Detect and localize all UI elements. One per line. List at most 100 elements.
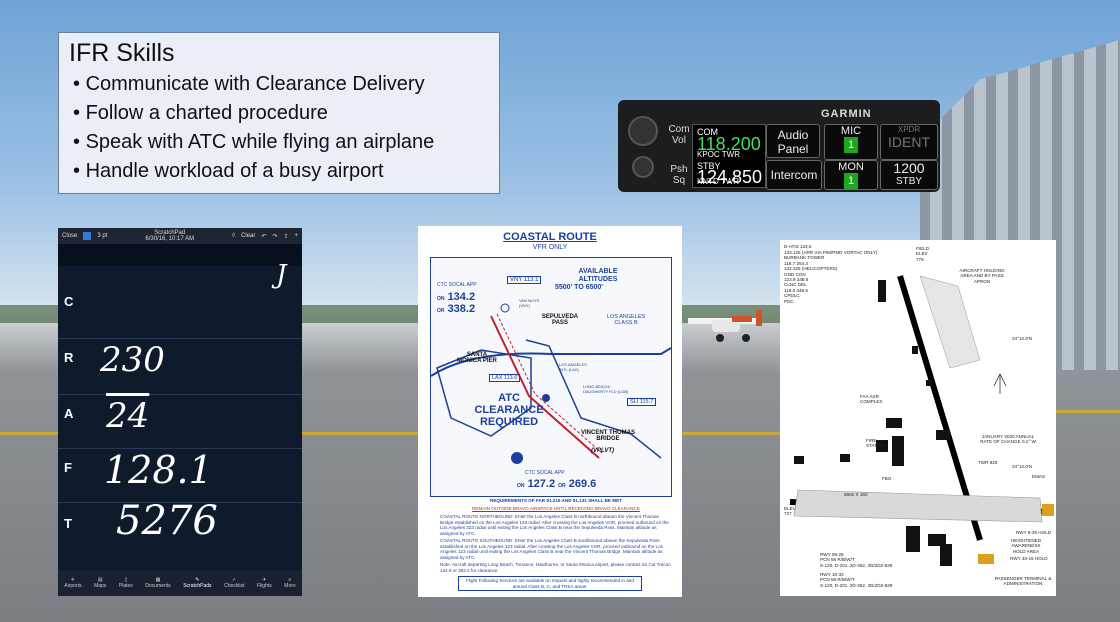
- ifr-skills-panel: IFR Skills Communicate with Clearance De…: [58, 32, 500, 194]
- pen-icon[interactable]: [83, 232, 92, 240]
- standby-frequency: 124.850: [697, 167, 763, 187]
- mic-button[interactable]: MIC 1: [824, 124, 878, 160]
- mic-label: MIC: [840, 125, 862, 137]
- socal-app-bottom: CTC SOCAL APP: [525, 470, 565, 476]
- tab-maps[interactable]: ▤Maps: [94, 577, 106, 589]
- tab-label: Maps: [94, 583, 107, 589]
- mon-label: MON: [838, 161, 864, 173]
- squawk-button[interactable]: 1200 STBY: [880, 160, 938, 190]
- tab-scratchpads[interactable]: ✎ScratchPads: [183, 577, 211, 589]
- remain-note: REMAIN OUTSIDE BRAVO AIRSPACE UNTIL RECE…: [472, 506, 640, 511]
- chart-title: COASTAL ROUTE: [503, 231, 597, 243]
- maps-icon: ▤: [97, 577, 103, 583]
- socal-app-top: CTC SOCAL APP: [437, 282, 477, 288]
- scratchpad-icon: ✎: [195, 577, 200, 583]
- fire-station-label: FIRE STATION: [866, 438, 886, 449]
- tab-airports[interactable]: ✈Airports: [64, 577, 81, 589]
- runway-08-26-data: RWY 08-26 PCN 58 R/B/W/T S-120, D-201, 2…: [820, 552, 893, 568]
- tab-label: Checklist: [224, 583, 245, 589]
- tab-label: Documents: [145, 583, 171, 589]
- handwriting-t: 5276: [116, 498, 218, 544]
- vplvt-label: (VPLVT): [591, 448, 615, 454]
- on-label: ON: [517, 483, 525, 489]
- craft-letter-c: C: [64, 294, 74, 309]
- la-class-b-label: LOS ANGELES CLASS B: [606, 314, 646, 326]
- parked-airplane: [688, 310, 762, 342]
- rwy-33-hold-label: RWY 33-15 HOLD: [1010, 556, 1048, 561]
- eraser-icon[interactable]: ◊: [232, 233, 236, 239]
- tab-plates[interactable]: ▯Plates: [119, 577, 133, 589]
- audio-panel-button[interactable]: Audio Panel: [766, 124, 820, 158]
- garmin-radio-panel: GARMIN Com Vol Psh Sq COM 118.200 KPOC T…: [618, 100, 940, 192]
- latitude-label: 34°12.5'N: [1012, 336, 1033, 341]
- southbound-note: COASTAL ROUTE SOUTHBOUND: Enter the Los …: [440, 538, 663, 560]
- xpdr-mode: STBY: [895, 176, 923, 187]
- close-button[interactable]: Close: [62, 233, 78, 239]
- pen-size[interactable]: 3 pt: [97, 233, 108, 239]
- plates-icon: ▯: [124, 577, 128, 583]
- add-icon[interactable]: +: [294, 233, 298, 239]
- divider: [58, 338, 302, 339]
- scratchpad-tablet: Close 3 pt ScratchPad 6/30/16, 10:17 AM …: [58, 228, 302, 596]
- or-label: OR: [558, 483, 566, 489]
- xpdr-label: XPDR: [897, 125, 921, 134]
- tab-label: More: [284, 583, 296, 589]
- coastal-route-map: AVAILABLE ALTITUDES 5500' TO 6500' VNY 1…: [430, 257, 672, 497]
- tab-checklist[interactable]: ✓Checklist: [224, 577, 244, 589]
- tab-more[interactable]: ≡More: [284, 577, 295, 589]
- lax-vor: LAX 113.6: [489, 374, 521, 382]
- socal-top-freqs: ON 134.2 OR 338.2: [437, 291, 475, 315]
- sli-vor: SLI 115.7: [627, 398, 657, 406]
- clear-button[interactable]: Clear: [241, 233, 256, 239]
- frequencies-block: 133.125 (ARR VIA PIM/PMD VORTAC ONLY) BU…: [784, 250, 878, 304]
- scratchpad-header: ScratchPad 6/30/16, 10:17 AM: [113, 230, 226, 242]
- hold-label: RWY 8-26 HOLD: [1016, 530, 1052, 535]
- socal-freq-4: 269.6: [568, 478, 597, 490]
- runway-15-33-data: RWY 15-33 PCN 58 R/B/W/T S-120, D-201, 2…: [820, 572, 893, 588]
- scratchpad-title: ScratchPad: [154, 230, 186, 236]
- craft-letter-t: T: [64, 516, 72, 531]
- flights-icon: ✈: [262, 577, 267, 583]
- ident-label: IDENT: [888, 134, 930, 150]
- ident-button[interactable]: XPDR IDENT: [880, 124, 938, 160]
- handwriting-f: 128.1: [104, 448, 213, 492]
- magnetic-variation: JANUARY 2020 ANNUAL RATE OF CHANGE 0.1° …: [980, 434, 1036, 445]
- skills-title: IFR Skills: [69, 39, 175, 67]
- push-sq-label: Psh Sq: [670, 164, 688, 186]
- tab-label: Airports: [64, 583, 82, 589]
- northbound-note: COASTAL ROUTE NORTHBOUND: Enter the Los …: [440, 514, 669, 536]
- tower-label: TWR 825: [978, 460, 998, 465]
- vny-vor: VNY 113.1: [507, 276, 542, 284]
- handwriting-r: 230: [100, 340, 165, 380]
- santa-monica-label: SANTA MONICA PIER: [457, 352, 497, 364]
- mon-button[interactable]: MON 1: [824, 160, 878, 190]
- requirements-note: REQUIREMENTS OF FAR 91.215 AND 91.131 SH…: [490, 498, 622, 503]
- com-frequency-display[interactable]: COM 118.200 KPOC TWR STBY 124.850 KNTD T…: [692, 124, 766, 188]
- heightened-awareness-label: HEIGHTENED AWARENESS HOLD AREA: [1010, 538, 1042, 554]
- lax-intl-label: LOS ANGELES INTL (LAX): [559, 362, 587, 372]
- stby-label: STBY: [697, 161, 721, 171]
- tab-documents[interactable]: ▦Documents: [145, 577, 170, 589]
- tab-label: Plates: [118, 583, 133, 589]
- skill-item: Speak with ATC while flying an airplane: [73, 128, 489, 157]
- squelch-knob[interactable]: [632, 156, 654, 178]
- skill-item: Communicate with Clearance Delivery: [73, 70, 489, 99]
- share-icon[interactable]: ⇪: [283, 233, 289, 240]
- mic-value: 1: [844, 137, 858, 153]
- volume-knob[interactable]: [628, 116, 658, 146]
- altitudes-range: 5500' TO 6500': [555, 284, 603, 291]
- scratchpad-subbar: [58, 244, 302, 266]
- intercom-button[interactable]: Intercom: [766, 160, 822, 190]
- socal-freq-3: 127.2: [527, 478, 556, 490]
- standby-station: KNTD TWR: [697, 177, 740, 186]
- taxiway-line: [682, 432, 782, 435]
- airports-icon: ✈: [70, 577, 75, 583]
- long-beach-label: LONG BEACH/ DAUGHERTY FLD (LGB): [583, 384, 629, 394]
- latitude-label: 34°12.0'N: [1012, 464, 1033, 469]
- tablet-tab-bar: ✈Airports ▤Maps ▯Plates ▦Documents ✎Scra…: [58, 570, 302, 596]
- chart-subtitle: VFR ONLY: [532, 244, 568, 251]
- redo-icon[interactable]: ↷: [272, 233, 278, 240]
- undo-icon[interactable]: ↶: [261, 233, 267, 240]
- tab-flights[interactable]: ✈Flights: [257, 577, 272, 589]
- skill-item: Follow a charted procedure: [73, 99, 489, 128]
